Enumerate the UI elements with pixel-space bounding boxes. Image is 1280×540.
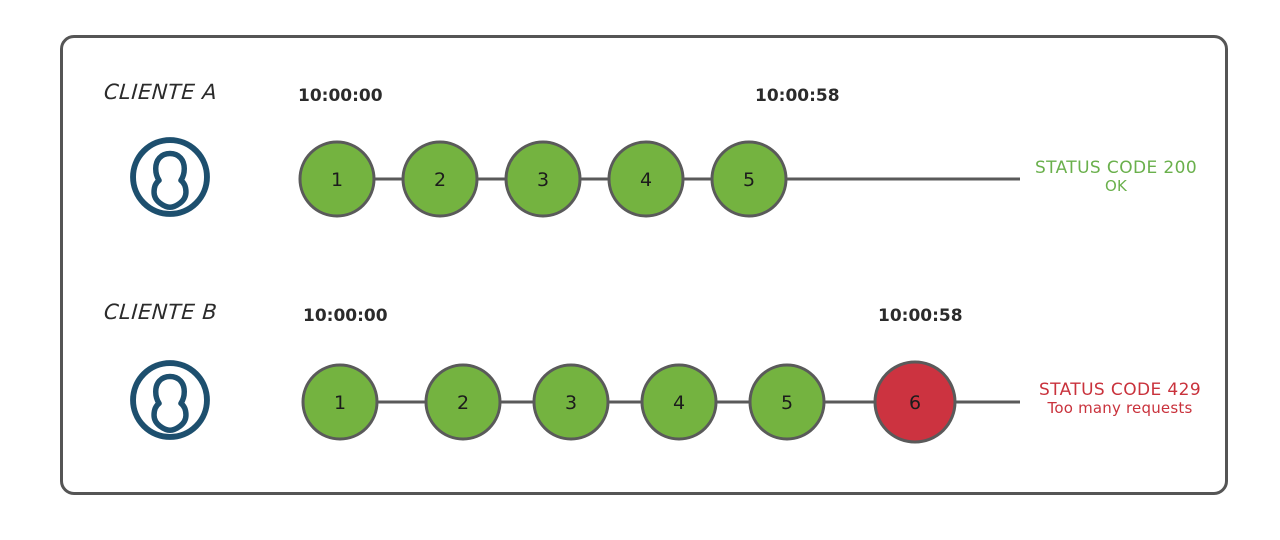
row-b-end-time: 10:00:58 — [878, 306, 963, 326]
row-a-status-code: STATUS CODE 200 — [1034, 158, 1198, 178]
row-b-status-code: STATUS CODE 429 — [1038, 380, 1202, 400]
row-b-start-time: 10:00:00 — [303, 306, 388, 326]
row-a-status-badge: STATUS CODE 200 OK — [1026, 158, 1206, 196]
client-b-label: CLIENTE B — [103, 300, 219, 324]
client-a-label: CLIENTE A — [103, 80, 219, 104]
row-a-start-time: 10:00:00 — [298, 86, 383, 106]
row-b-status-text: Too many requests — [1047, 399, 1193, 418]
user-avatar-icon — [128, 358, 212, 442]
user-avatar-icon — [128, 135, 212, 219]
diagram-frame — [60, 35, 1228, 495]
row-a-status-text: OK — [1104, 177, 1128, 196]
row-b-status-badge: STATUS CODE 429 Too many requests — [1020, 380, 1220, 418]
row-a-end-time: 10:00:58 — [755, 86, 840, 106]
